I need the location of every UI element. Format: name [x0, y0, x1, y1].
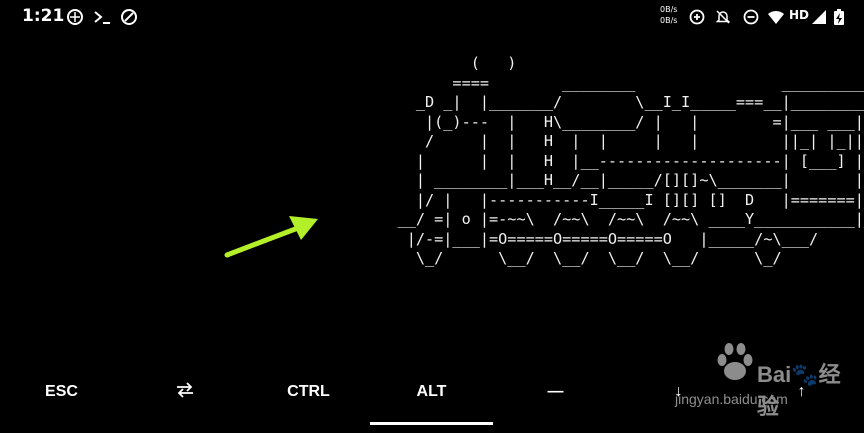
- data-saver-icon: [688, 8, 706, 26]
- watermark-url: jingyan.baidu.com: [675, 391, 788, 407]
- status-time: 1:21: [22, 6, 65, 26]
- status-bar: 1:21 0B/s 0B/s HD: [0, 0, 864, 34]
- down-arrow-key[interactable]: ↓: [674, 383, 683, 400]
- notifications-off-icon: [714, 8, 732, 26]
- do-not-disturb-icon: [742, 8, 760, 26]
- terminal-line: | ________|___H__/__|_____/[][]~\_______…: [361, 171, 864, 189]
- terminal-line: |/ | |-----------I_____I [][] [] D |====…: [361, 190, 864, 209]
- terminal-icon: [93, 8, 111, 26]
- terminal-line: _D _| |_______/ \__I_I_____===__|_______…: [361, 93, 864, 111]
- net-up-speed: 0B/s: [660, 5, 678, 14]
- dash-key[interactable]: —: [547, 383, 564, 400]
- vpn-icon: [120, 8, 138, 26]
- network-speed: 0B/s 0B/s: [660, 4, 677, 26]
- signal-icon: [810, 8, 828, 26]
- esc-key[interactable]: ESC: [45, 383, 78, 400]
- watermark-name: Bai🐾经验: [757, 362, 841, 419]
- terminal-line: | | | H |__--------------------| [___] |: [361, 151, 864, 170]
- network-type: HD: [789, 8, 810, 22]
- paw-icon: [717, 343, 753, 380]
- terminal-line: |/-=|___|=O=====O=====O=====O |_____/~\_…: [361, 229, 819, 248]
- terminal-line: ==== ________ ___________: [361, 73, 864, 92]
- terminal-line: \_/ \__/ \__/ \__/ \__/ \_/: [361, 249, 782, 267]
- ctrl-key[interactable]: CTRL: [287, 383, 330, 400]
- sync-icon: [66, 8, 84, 26]
- wifi-icon: [767, 8, 785, 26]
- baidu-watermark: Bai🐾经验 jingyan.baidu.com: [655, 335, 855, 419]
- extra-keys-bar: ESC CTRL ALT — ↓ ↑: [0, 370, 864, 428]
- net-down-speed: 0B/s: [660, 16, 678, 25]
- terminal-line: ( ): [361, 54, 517, 72]
- tab-key[interactable]: [123, 370, 246, 414]
- terminal-line: / | | H | | | | ||_| |_||: [361, 132, 864, 150]
- terminal-line: __/ =| o |=-~~\ /~~\ /~~\ /~~\ ____Y____…: [361, 210, 864, 228]
- terminal-output[interactable]: ( ) ==== ________ ___________ _D _| |___…: [361, 54, 864, 269]
- alt-key[interactable]: ALT: [370, 370, 493, 425]
- tab-arrows-icon: [175, 381, 195, 404]
- terminal-line: |(_)--- | H\________/ | | =|___ ___|: [361, 112, 864, 131]
- battery-charging-icon: [830, 8, 848, 26]
- up-arrow-key[interactable]: ↑: [797, 383, 806, 400]
